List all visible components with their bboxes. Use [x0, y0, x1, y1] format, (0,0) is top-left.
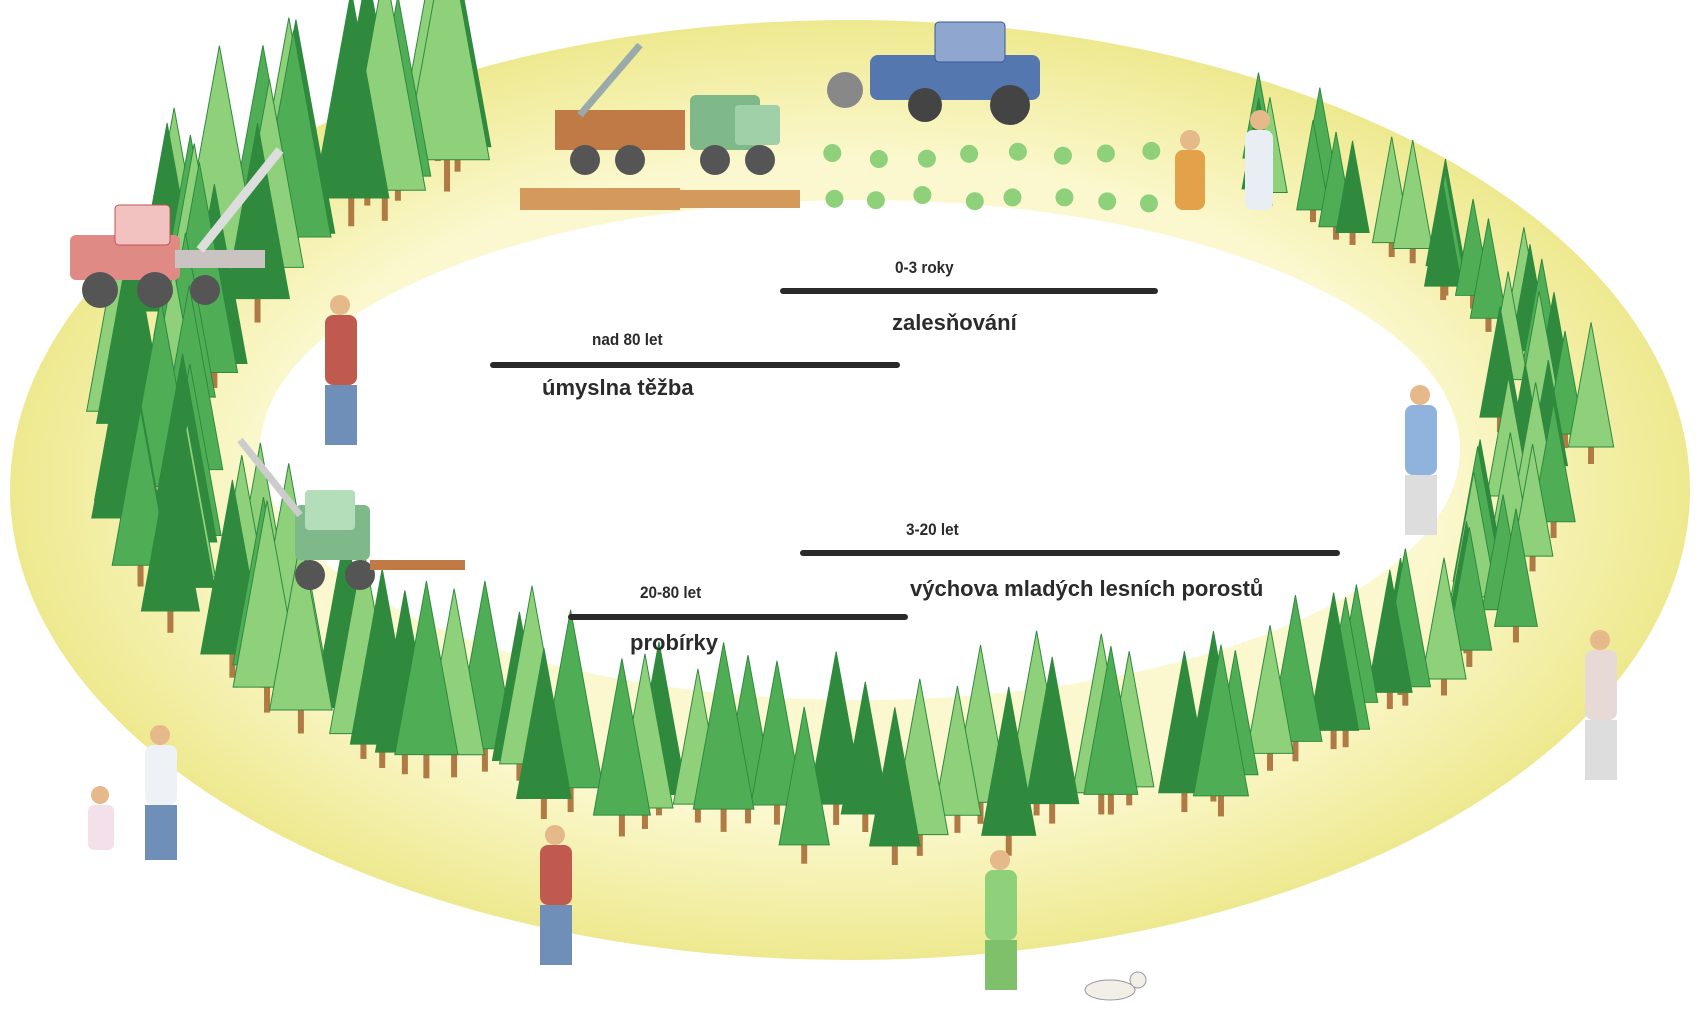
seedling: [1003, 188, 1021, 206]
seedling: [1055, 188, 1073, 206]
stage-timeline-bar: [800, 550, 1340, 556]
stage-age: nad 80 let: [592, 330, 663, 350]
seedling: [1097, 144, 1115, 162]
stage-label: výchova mladých lesních porostů: [910, 576, 1263, 602]
stage-label: zalesňování: [892, 310, 1017, 336]
stage-label: úmyslna těžba: [542, 375, 694, 401]
seedling: [1142, 142, 1160, 160]
seedling: [870, 150, 888, 168]
seedling: [960, 145, 978, 163]
stage-label: probírky: [630, 630, 718, 656]
seedling: [913, 186, 931, 204]
log-stack: [520, 188, 680, 210]
seedling: [867, 191, 885, 209]
stage-timeline-bar: [568, 614, 908, 620]
worker-brushcutter: [1585, 630, 1617, 780]
seedling: [823, 144, 841, 162]
dog: [1085, 972, 1146, 1000]
worker-thinning: [540, 825, 572, 965]
seedling: [966, 192, 984, 210]
stage-timeline-bar: [490, 362, 900, 368]
stage-age: 3-20 let: [906, 520, 959, 540]
seedling: [918, 150, 936, 168]
worker-brushcutter: [1405, 385, 1437, 535]
family-planting: [88, 725, 177, 860]
worker-walking: [985, 850, 1017, 990]
seedling: [1009, 143, 1027, 161]
stage-timeline-bar: [780, 288, 1158, 294]
stage-age: 20-80 let: [640, 583, 701, 603]
seedling: [825, 190, 843, 208]
stage-age: 0-3 roky: [895, 258, 954, 278]
log-stack: [680, 190, 800, 208]
seedling: [1054, 147, 1072, 165]
worker-chainsaw: [325, 295, 357, 445]
seedling: [1098, 192, 1116, 210]
seedling: [1140, 194, 1158, 212]
